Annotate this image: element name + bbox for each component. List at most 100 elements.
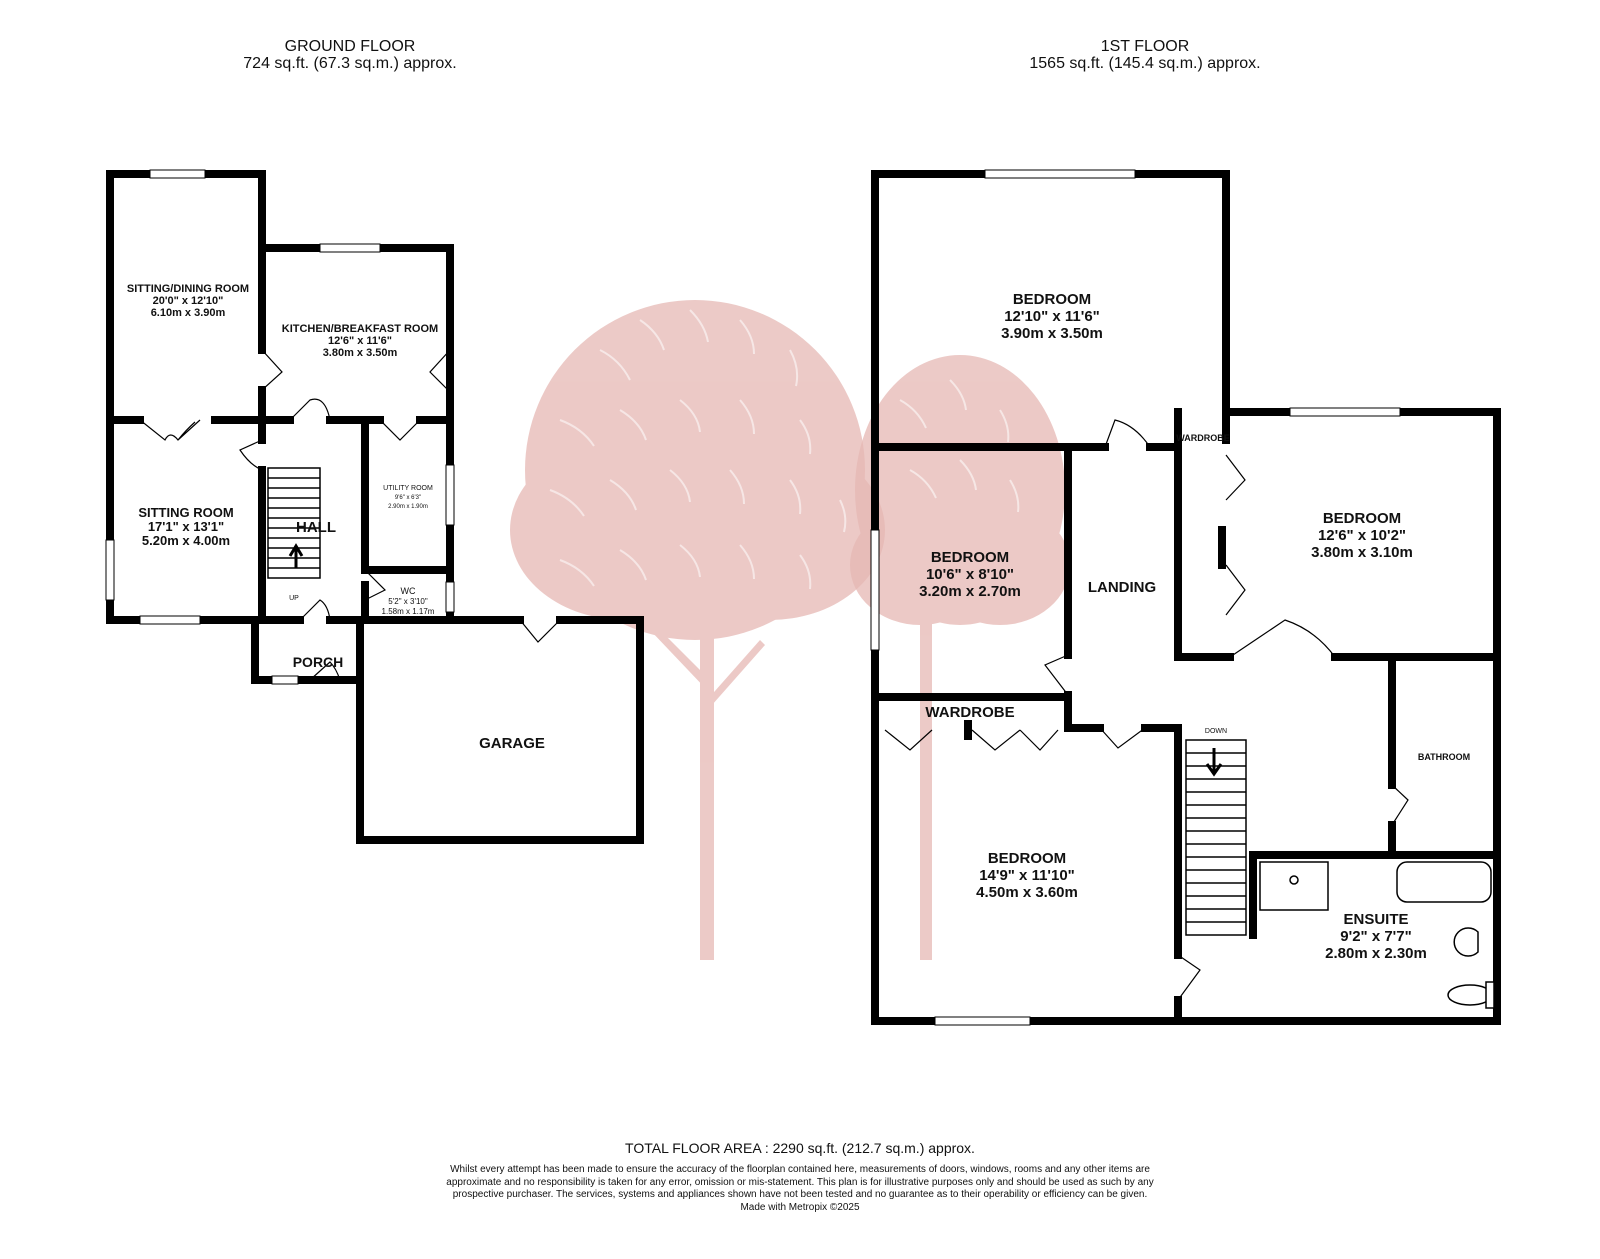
door-swing — [309, 661, 341, 681]
sitting-dining-metric: 6.10m x 3.90m — [151, 307, 226, 319]
sitting-dining-imperial: 20'0" x 12'10" — [153, 295, 224, 307]
bedroom-top-name: BEDROOM — [1013, 291, 1091, 308]
door-swing — [364, 569, 387, 601]
ground-stairs — [267, 467, 321, 579]
first-floor-area: 1565 sq.ft. (145.4 sq.m.) approx. — [1029, 55, 1261, 72]
tree-watermark-secondary — [850, 355, 1070, 960]
wardrobe-doors — [884, 729, 1059, 751]
garage-name: GARAGE — [479, 735, 545, 752]
window — [870, 529, 880, 651]
door-swing — [1104, 419, 1151, 448]
sink-drain-icon — [1289, 875, 1299, 885]
arrow-icon — [288, 543, 304, 568]
bedroom-right-metric: 3.80m x 3.10m — [1311, 544, 1413, 561]
window — [105, 539, 115, 601]
ground-floor-title: GROUND FLOOR — [284, 38, 416, 55]
window — [271, 675, 299, 685]
ensuite-imperial: 9'2" x 7'7" — [1340, 928, 1411, 945]
bedroom-right-name: BEDROOM — [1323, 510, 1401, 527]
window — [934, 1016, 1031, 1026]
basin-icon — [1453, 927, 1479, 957]
door-swing — [379, 419, 421, 441]
total-floor-area: TOTAL FLOOR AREA : 2290 sq.ft. (212.7 sq… — [625, 1140, 975, 1156]
kitchen-metric: 3.80m x 3.50m — [323, 347, 398, 359]
sitting-room-metric: 5.20m x 4.00m — [142, 533, 230, 548]
door-swing — [519, 619, 561, 643]
ground-floor-header: GROUND FLOOR 724 sq.ft. (67.3 sq.m.) app… — [190, 38, 510, 72]
window — [1289, 407, 1401, 417]
ground-wall-left — [106, 170, 259, 624]
arrow-icon — [1205, 748, 1223, 777]
garage-walls — [356, 616, 644, 844]
door-swing — [289, 398, 331, 421]
sitting-room-imperial: 17'1" x 13'1" — [148, 519, 224, 534]
door-swing — [239, 439, 263, 471]
first-floor-header: 1ST FLOOR 1565 sq.ft. (145.4 sq.m.) appr… — [985, 38, 1305, 72]
porch-wall — [251, 616, 344, 684]
window — [149, 169, 206, 179]
door-swing — [299, 599, 331, 621]
toilet-cistern-icon — [1485, 981, 1495, 1009]
sink-icon — [1259, 861, 1329, 911]
first-stairs — [1185, 739, 1247, 936]
sitting-room-name: SITTING ROOM — [138, 505, 233, 520]
window — [984, 169, 1136, 179]
tree-leaf-veins — [549, 309, 1020, 590]
utility-name: UTILITY ROOM — [383, 485, 433, 492]
bedroom-bottom-walls — [1064, 724, 1182, 1025]
door-swing — [1099, 727, 1146, 749]
wardrobe-doors — [1225, 454, 1246, 616]
wc-wall — [361, 581, 504, 624]
first-floor-plan: BEDROOM 12'10" x 11'6" 3.90m x 3.50m BED… — [870, 169, 1501, 1026]
utility-metric: 2.90m x 1.90m — [388, 504, 428, 510]
bedroom-mid-metric: 3.20m x 2.70m — [919, 583, 1021, 600]
tree-logo-icon — [510, 300, 1070, 960]
window — [319, 243, 381, 253]
window — [445, 581, 455, 613]
wc-metric: 1.58m x 1.17m — [382, 607, 435, 616]
ensuite-name: ENSUITE — [1343, 911, 1408, 928]
bedroom-bottom-imperial: 14'9" x 11'10" — [979, 867, 1075, 884]
wardrobe-name: WARDROBE — [925, 704, 1014, 721]
door-swing — [139, 419, 201, 441]
wardrobe-small-name: WARDROBE — [1176, 433, 1230, 443]
door-swing — [261, 349, 283, 391]
wc-imperial: 5'2" x 3'10" — [388, 597, 428, 606]
ground-floor-plan: SITTING/DINING ROOM 20'0" x 12'10" 6.10m… — [105, 169, 644, 844]
tree-watermark-main — [510, 300, 885, 960]
bedroom-right-walls — [1174, 408, 1501, 661]
first-floor-title: 1ST FLOOR — [1100, 38, 1190, 55]
footer: TOTAL FLOOR AREA : 2290 sq.ft. (212.7 sq… — [440, 1140, 1160, 1214]
door-swing — [1391, 784, 1409, 826]
bedroom-mid-name: BEDROOM — [931, 549, 1009, 566]
door-swing — [1229, 619, 1336, 658]
bedroom-mid-imperial: 10'6" x 8'10" — [926, 566, 1014, 583]
door-swing — [1044, 654, 1069, 696]
ensuite-metric: 2.80m x 2.30m — [1325, 945, 1427, 962]
window — [445, 464, 455, 526]
sitting-dining-name: SITTING/DINING ROOM — [127, 283, 249, 295]
utility-imperial: 9'6" x 6'3" — [395, 495, 421, 501]
credit: Made with Metropix ©2025 — [740, 1201, 860, 1213]
kitchen-name: KITCHEN/BREAKFAST ROOM — [282, 323, 438, 335]
window — [139, 615, 201, 625]
bathroom-name: BATHROOM — [1418, 752, 1470, 762]
bedroom-right-imperial: 12'6" x 10'2" — [1318, 527, 1406, 544]
stairs-down-label: DOWN — [1205, 728, 1227, 735]
bedroom-bottom-name: BEDROOM — [988, 850, 1066, 867]
landing-name: LANDING — [1088, 579, 1156, 596]
disclaimer: Whilst every attempt has been made to en… — [446, 1164, 1154, 1200]
bathtub-icon — [1396, 861, 1492, 903]
porch-name: PORCH — [293, 654, 344, 670]
ground-wall-top — [106, 170, 454, 624]
bedroom-top-imperial: 12'10" x 11'6" — [1004, 308, 1100, 325]
hall-name: HALL — [296, 519, 336, 536]
stairs-up-label: UP — [289, 595, 299, 602]
ground-floor-area: 724 sq.ft. (67.3 sq.m.) approx. — [243, 55, 457, 72]
bedroom-bottom-metric: 4.50m x 3.60m — [976, 884, 1078, 901]
door-swing — [1177, 954, 1201, 1001]
door-swing — [429, 349, 451, 393]
kitchen-imperial: 12'6" x 11'6" — [328, 335, 392, 347]
